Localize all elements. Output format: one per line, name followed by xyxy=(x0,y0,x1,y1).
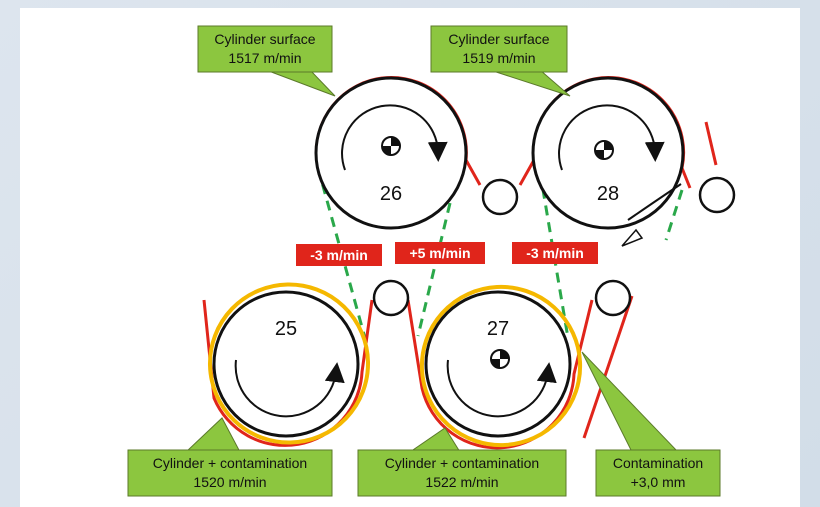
callout-line1: Cylinder surface xyxy=(214,31,315,47)
roll-number: 28 xyxy=(597,183,619,205)
speed-diff-right: -3 m/min xyxy=(512,242,598,264)
center-mark-icon xyxy=(594,140,614,160)
callout-contamination-25: Cylinder + contamination 1520 m/min xyxy=(127,417,333,497)
callout-line2: +3,0 mm xyxy=(631,474,686,490)
speed-badge xyxy=(512,242,598,264)
callout-box xyxy=(357,449,567,497)
speed-diff-left: -3 m/min xyxy=(296,244,382,266)
callout-contamination-thickness: Contamination +3,0 mm xyxy=(581,351,721,497)
callout-line2: 1517 m/min xyxy=(228,50,301,66)
speed-diff-text: -3 m/min xyxy=(526,245,584,261)
roll-25: 25 xyxy=(212,290,360,438)
callout-cylinder-surface-26: Cylinder surface 1517 m/min xyxy=(197,25,336,97)
rotation-arrow-icon xyxy=(446,359,557,418)
roll-number: 26 xyxy=(380,183,402,205)
speed-diff-text: -3 m/min xyxy=(310,247,368,263)
guide-roll xyxy=(698,176,736,214)
guide-roll xyxy=(372,279,410,317)
callout-contamination-27: Cylinder + contamination 1522 m/min xyxy=(357,427,567,497)
callout-line2: 1522 m/min xyxy=(425,474,498,490)
lower-felt xyxy=(202,295,634,450)
callout-cylinder-surface-28: Cylinder surface 1519 m/min xyxy=(430,25,571,97)
callout-box xyxy=(595,449,721,497)
guide-roll xyxy=(481,178,519,216)
roll-number: 27 xyxy=(487,318,509,340)
roll-28: 28 xyxy=(531,76,685,247)
roll-number: 25 xyxy=(275,318,297,340)
callout-line2: 1519 m/min xyxy=(462,50,535,66)
rotation-arrow-icon xyxy=(341,104,448,171)
contamination-layer-25 xyxy=(207,282,371,445)
speed-badge xyxy=(296,244,382,266)
dashed-line xyxy=(538,171,570,339)
dashed-line xyxy=(664,189,684,241)
roll-27: 27 xyxy=(424,290,572,438)
center-mark-icon xyxy=(381,136,401,156)
callout-line2: 1520 m/min xyxy=(193,474,266,490)
speed-diff-text: +5 m/min xyxy=(409,245,470,261)
callout-line1: Cylinder surface xyxy=(448,31,549,47)
callout-box xyxy=(197,25,333,73)
guide-roll xyxy=(594,279,632,317)
speed-diff-mid: +5 m/min xyxy=(395,242,485,264)
roll-26: 26 xyxy=(314,76,468,230)
callout-line1: Cylinder + contamination xyxy=(153,455,307,471)
doctor-blade xyxy=(627,183,682,221)
doctor-blade-tip xyxy=(621,228,644,247)
rotation-arrow-icon xyxy=(234,359,345,418)
center-mark-icon xyxy=(490,349,510,369)
callout-box xyxy=(127,449,333,497)
callout-line1: Cylinder + contamination xyxy=(385,455,539,471)
speed-badge xyxy=(395,242,485,264)
rotation-arrow-icon xyxy=(558,104,665,171)
callout-box xyxy=(430,25,568,73)
contamination-layer-27 xyxy=(419,284,583,448)
callout-line1: Contamination xyxy=(613,455,703,471)
